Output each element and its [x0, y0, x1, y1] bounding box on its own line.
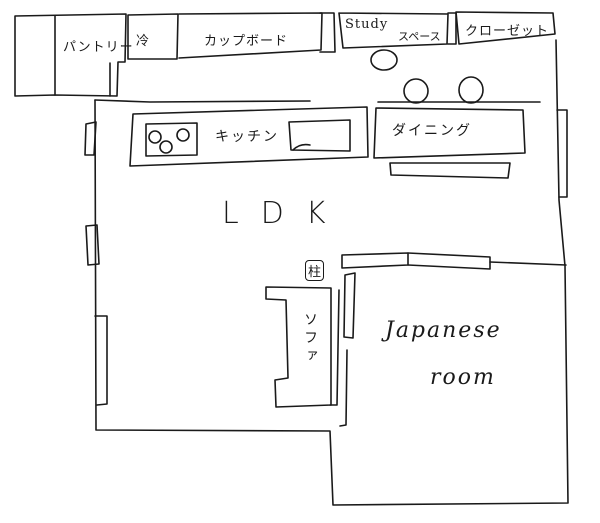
sofa: [265, 286, 332, 408]
cupboard-label: カップボード: [204, 34, 289, 49]
sofa-label: ソファ: [302, 312, 318, 366]
top-storage-row: [14, 11, 556, 97]
japanese-room-label-line2: room: [430, 365, 496, 390]
outer-walls: [84, 39, 569, 506]
fridge-label: 冷: [136, 34, 151, 49]
japanese-room-label-line1: Japanese: [385, 318, 502, 343]
closet-label: クローゼット: [465, 24, 550, 39]
kitchen-counter: [129, 106, 369, 167]
dining-chair-1: [403, 78, 429, 104]
study-label-en: Study: [345, 17, 389, 32]
dining-label: ダイニング: [392, 123, 472, 139]
ldk-label: LDK: [222, 196, 348, 231]
dining-table: [373, 107, 526, 179]
study-label-ja: スペース: [398, 30, 441, 43]
dining-chair-2: [458, 76, 484, 104]
kitchen-label: キッチン: [215, 129, 279, 145]
pillar-label: 柱: [305, 260, 325, 281]
pantry-label: パントリー: [63, 40, 134, 55]
study-chair: [370, 49, 398, 71]
japanese-room-walls: [329, 252, 567, 427]
